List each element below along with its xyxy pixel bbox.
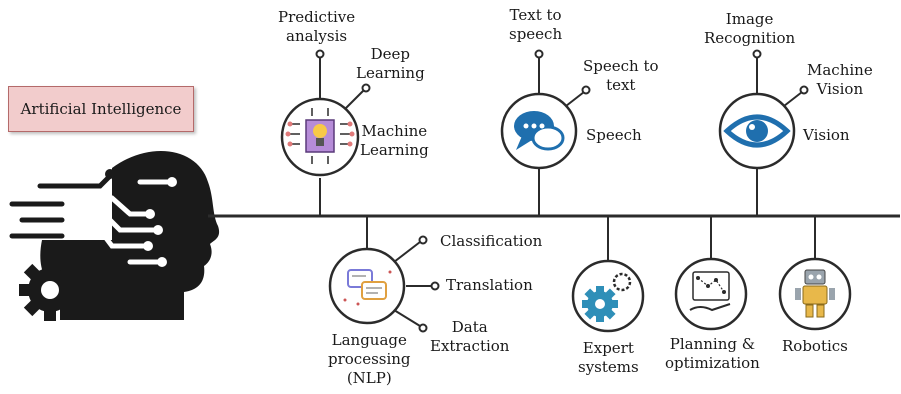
ai-root-box: Artificial Intelligence [8,86,194,132]
ml-connectors [319,56,365,216]
robot-icon [778,257,852,331]
label-image-recognition: Image Recognition [704,10,796,47]
label-predictive-analysis: Predictive analysis [278,8,356,45]
ai-root-label: Artificial Intelligence [20,100,182,118]
nlp-chat-icon [328,247,406,325]
label-planning-optimization: Planning & optimization [665,335,760,372]
machine-learning-icon [280,97,360,177]
label-vision: Vision [803,126,850,144]
label-machine-vision: Machine Vision [807,61,873,98]
label-expert-systems: Expert systems [578,339,639,376]
expert-systems-gear-icon [571,259,645,333]
label-robotics: Robotics [782,337,848,355]
label-deep-learning: Deep Learning [356,45,425,82]
vision-eye-icon [718,92,796,170]
ai-head-icon [9,151,220,321]
label-speech-to-text: Speech to text [583,57,659,94]
planning-icon [674,257,748,331]
label-data-extraction: Data Extraction [430,318,510,355]
label-text-to-speech: Text to speech [509,6,563,43]
vision-connectors [756,56,803,216]
speech-icon [500,92,578,170]
label-translation: Translation [446,276,533,294]
label-classification: Classification [440,232,543,250]
speech-connectors [538,56,585,216]
label-speech: Speech [586,126,642,144]
label-machine-learning: Machine Learning [360,122,429,159]
nlp-connectors [366,216,432,327]
label-language-processing: Language processing (NLP) [328,331,411,387]
